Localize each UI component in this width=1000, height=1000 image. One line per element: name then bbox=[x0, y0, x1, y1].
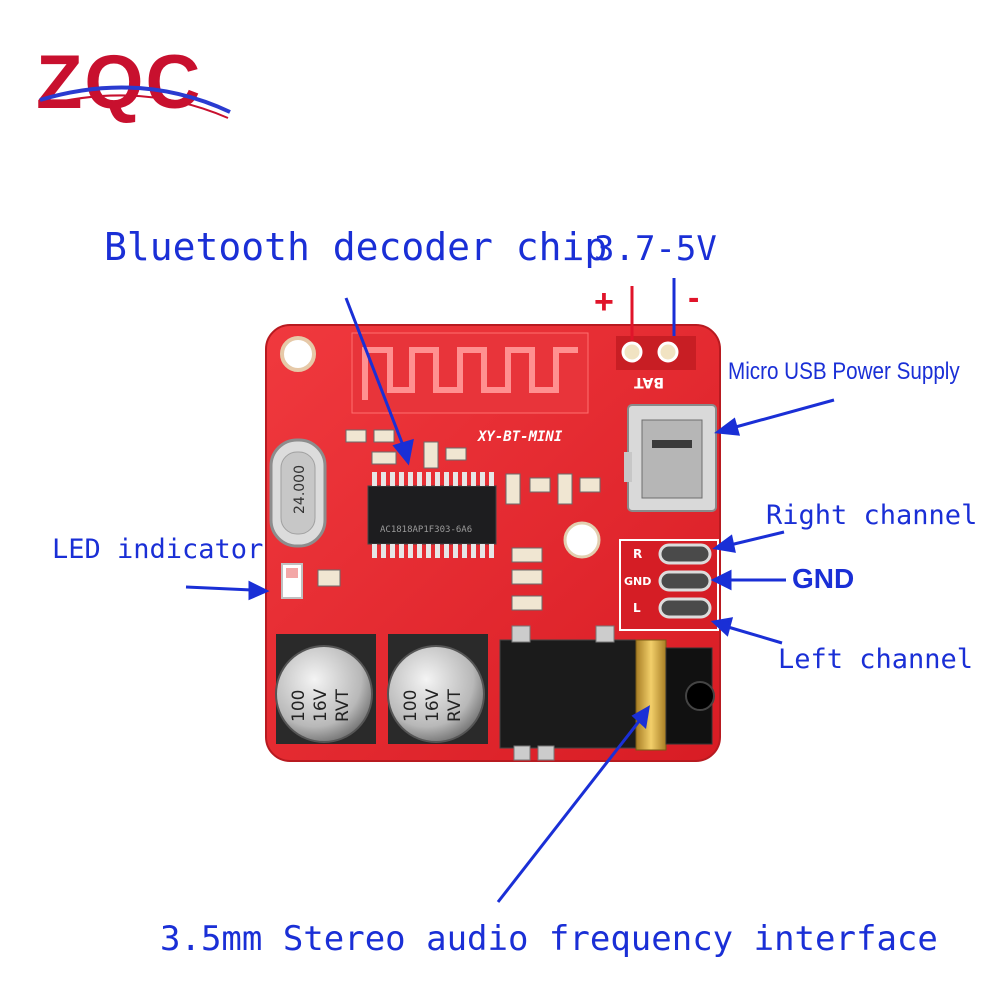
chip-marking: AC1818AP1F303-6A6 bbox=[380, 525, 472, 535]
silk-l: L bbox=[633, 601, 641, 615]
logo-swoosh bbox=[39, 85, 231, 114]
bat-silk: BAT bbox=[634, 374, 664, 390]
capacitor-right-text: 100 16V RVT bbox=[401, 688, 465, 722]
bt-decoder-chip bbox=[367, 485, 497, 545]
capacitor-right bbox=[387, 645, 485, 743]
svg-text:RVT: RVT bbox=[333, 688, 353, 722]
svg-text:RVT: RVT bbox=[445, 688, 465, 722]
smd-components bbox=[317, 429, 601, 611]
label-gnd: GND bbox=[792, 563, 855, 594]
silk-r: R bbox=[633, 547, 642, 561]
label-bt-chip: Bluetooth decoder chip bbox=[104, 225, 608, 269]
arrow-bt-chip bbox=[344, 297, 406, 449]
label-usb: Micro USB Power Supply bbox=[728, 358, 960, 385]
bat-pad-plus bbox=[621, 341, 643, 363]
mounting-hole bbox=[280, 336, 316, 372]
label-led: LED indicator bbox=[52, 534, 264, 565]
label-left-channel: Left channel bbox=[778, 644, 974, 675]
crystal-silk: 24.000 bbox=[292, 465, 308, 514]
capacitor-left-text: 100 16V RVT bbox=[289, 688, 353, 722]
pad-r bbox=[658, 543, 712, 565]
svg-text:100: 100 bbox=[401, 690, 421, 722]
logo-text: ZQC bbox=[36, 40, 202, 125]
arrow-right-channel bbox=[729, 530, 785, 547]
svg-text:16V: 16V bbox=[423, 688, 443, 722]
arrow-led bbox=[185, 585, 253, 592]
bat-pad-minus bbox=[657, 341, 679, 363]
arrow-usb bbox=[731, 398, 835, 430]
pad-l bbox=[658, 597, 712, 619]
arrow-jack bbox=[496, 719, 642, 903]
audio-jack-gold bbox=[635, 639, 667, 751]
arrow-left-channel bbox=[727, 625, 783, 645]
label-plus: + bbox=[594, 283, 614, 321]
audio-jack bbox=[499, 639, 643, 749]
label-voltage: 3.7-5V bbox=[594, 229, 717, 269]
capacitor-left bbox=[275, 645, 373, 743]
label-right-channel: Right channel bbox=[766, 500, 978, 531]
svg-text:100: 100 bbox=[289, 690, 309, 722]
pcb-antenna bbox=[362, 347, 578, 400]
silk-gnd: GND bbox=[624, 575, 651, 588]
brand-logo: ZQC bbox=[36, 40, 231, 125]
pad-gnd bbox=[658, 570, 712, 592]
label-jack: 3.5mm Stereo audio frequency interface bbox=[160, 919, 938, 959]
label-minus: - bbox=[688, 279, 700, 317]
pcb-model-silk: XY-BT-MINI bbox=[477, 429, 563, 445]
svg-text:16V: 16V bbox=[311, 688, 331, 722]
